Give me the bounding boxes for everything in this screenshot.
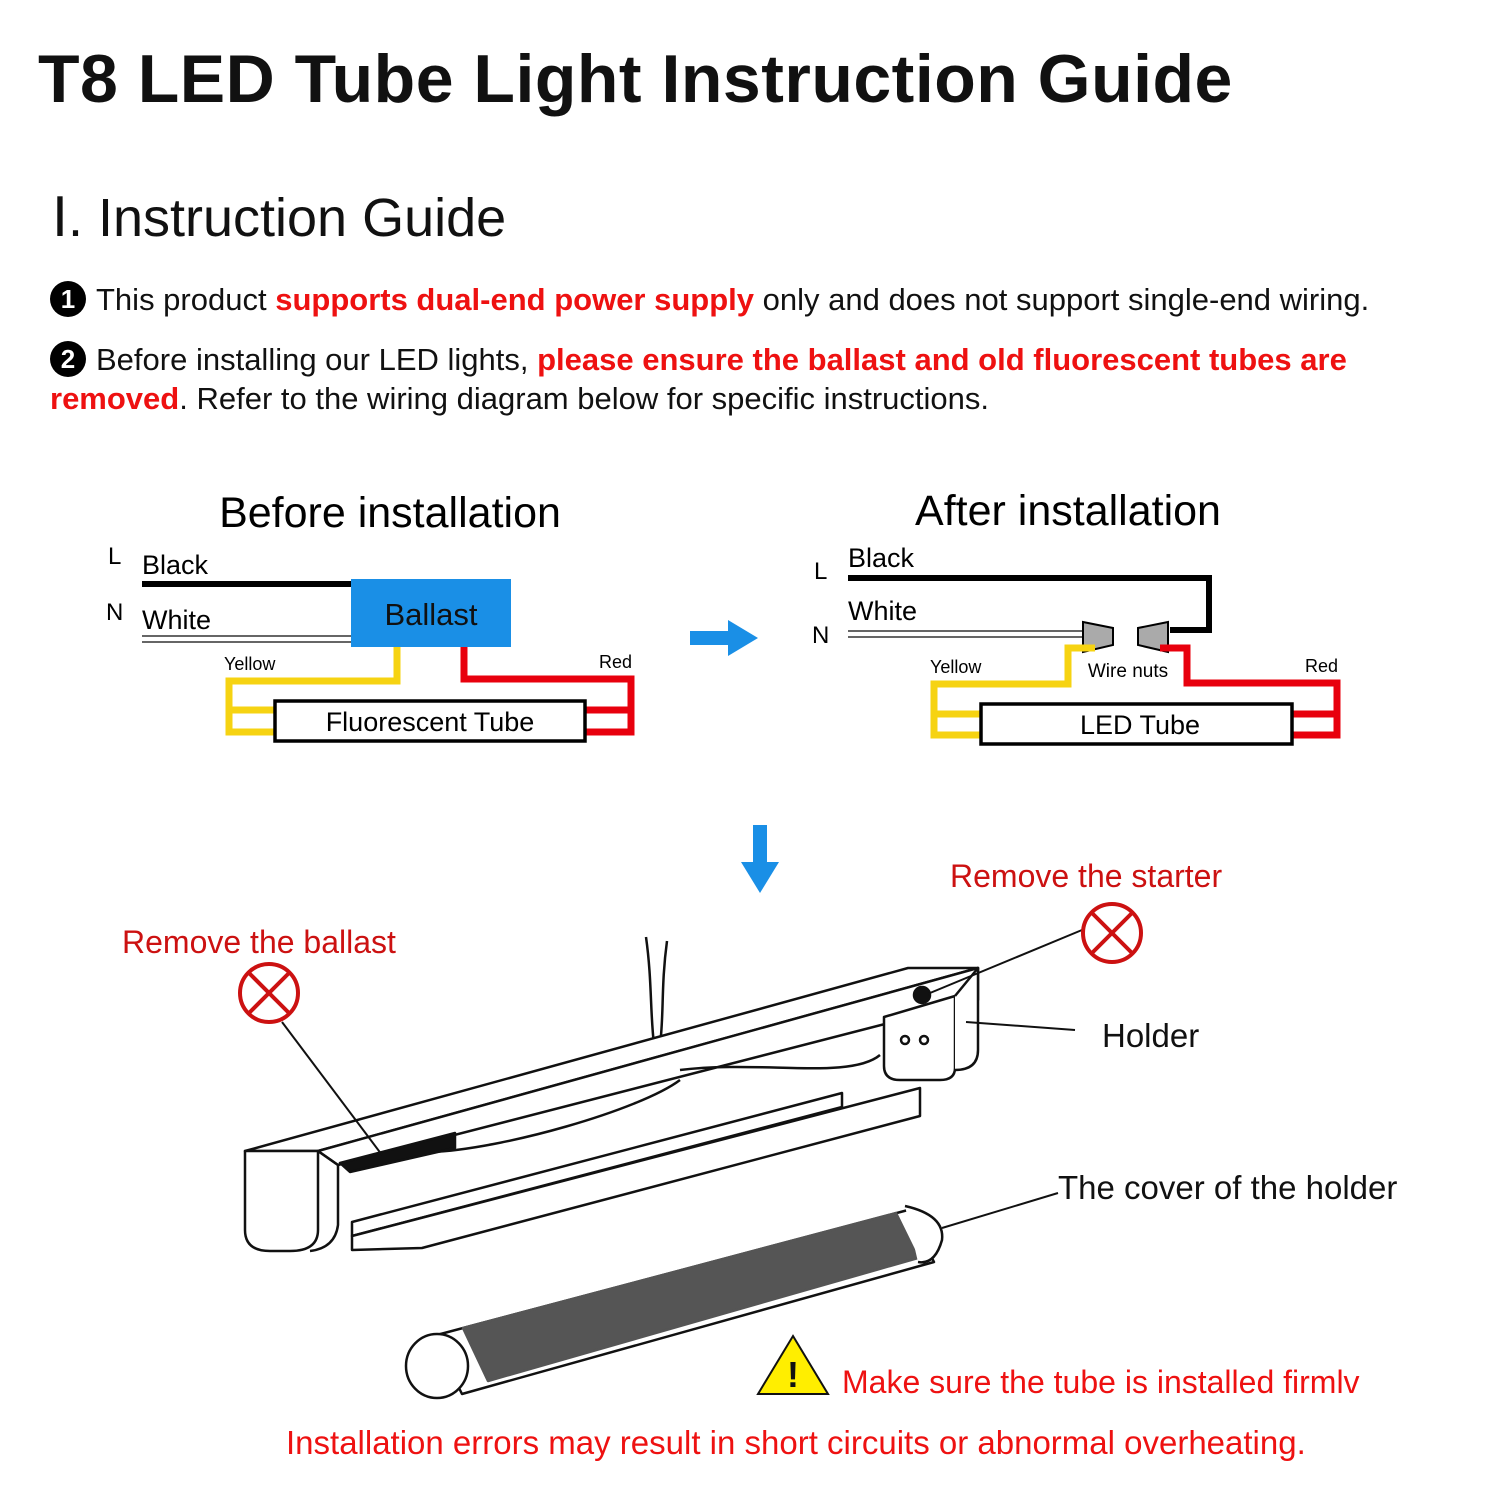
step-text: . Refer to the wiring diagram below for … — [179, 381, 990, 416]
yellow-wire — [930, 644, 1095, 718]
black-wire — [848, 575, 1212, 633]
tube-end-cap — [404, 1332, 470, 1400]
step-highlight: please ensure the ballast and old fluore… — [50, 342, 1347, 416]
step-text: Before installing our LED lights, — [96, 342, 538, 377]
starter-leader-line — [929, 929, 1083, 994]
remove-ballast-label: Remove the ballast — [122, 924, 396, 960]
line-label: L — [814, 558, 827, 585]
instruction-step-1: 1 This product supports dual-end power su… — [50, 280, 1369, 319]
holder-leader-line — [965, 1021, 1076, 1031]
led-tube-lens — [461, 1211, 920, 1383]
power-cable — [644, 936, 656, 1046]
yellow-wire-label: Yellow — [224, 654, 276, 674]
fluorescent-tube-label: Fluorescent Tube — [326, 707, 535, 737]
line-label: L — [108, 543, 121, 570]
svg-text:!: ! — [787, 1354, 799, 1395]
red-wire-label: Red — [1305, 656, 1338, 676]
prohibited-icon — [238, 962, 300, 1024]
step-highlight: supports dual-end power supply — [275, 282, 755, 317]
warning-icon: ! — [756, 1334, 830, 1395]
led-tube-label: LED Tube — [1080, 710, 1200, 740]
red-wire — [1292, 714, 1341, 739]
black-wire-label: Black — [848, 543, 915, 573]
holder-label: Holder — [1102, 1017, 1199, 1054]
holder-cover-label: The cover of the holder — [1058, 1169, 1397, 1206]
section-numeral: Ⅰ — [52, 188, 68, 248]
internal-wire — [679, 1054, 881, 1072]
right-arrow-icon — [690, 620, 758, 656]
step-text: only and does not support single-end wir… — [754, 282, 1370, 317]
yellow-wire — [225, 710, 275, 736]
red-wire-label: Red — [599, 652, 632, 672]
remove-starter-label: Remove the starter — [950, 858, 1222, 894]
prohibited-icon — [1081, 902, 1143, 964]
before-title: Before installation — [219, 489, 561, 537]
reflector-panel — [350, 1086, 922, 1252]
black-wire-label: Black — [142, 550, 209, 580]
neutral-label: N — [106, 599, 123, 626]
cover-leader-line — [941, 1192, 1059, 1229]
wire-nuts-label: Wire nuts — [1088, 661, 1168, 682]
caution-text: Installation errors may result in short … — [286, 1424, 1306, 1461]
ballast-leader-line — [281, 1021, 383, 1156]
fixture-housing-front — [316, 966, 980, 1167]
lamp-holder-side — [954, 966, 980, 1072]
page-title: T8 LED Tube Light Instruction Guide — [38, 41, 1233, 117]
holder-pin-hole — [899, 1034, 911, 1046]
fixture-illustration — [243, 936, 980, 1400]
left-end-cap — [243, 1149, 320, 1253]
white-wire-label: White — [848, 596, 917, 626]
warning-text: Make sure the tube is installed firmlv — [842, 1364, 1360, 1400]
yellow-wire-label: Yellow — [930, 657, 982, 677]
led-tube — [979, 702, 1294, 746]
reflector-strip — [350, 1091, 844, 1238]
white-wire-label: White — [142, 605, 211, 635]
yellow-wire — [930, 714, 981, 739]
starter-component — [912, 985, 932, 1005]
fluorescent-tube — [273, 699, 587, 743]
red-wire — [585, 710, 635, 736]
step-number-badge: 2 — [50, 341, 86, 377]
ballast-label: Ballast — [384, 597, 477, 632]
power-cable — [658, 940, 669, 1046]
ballast-box — [351, 579, 511, 647]
instruction-step-2: 2 Before installing our LED lights, pleas… — [50, 340, 1490, 418]
before-installation-diagram: Before installation L N Black White Ball… — [106, 489, 635, 743]
yellow-wire — [225, 647, 401, 714]
holder-pin-hole — [918, 1034, 930, 1046]
section-heading: Ⅰ. Instruction Guide — [52, 186, 506, 249]
red-wire — [460, 647, 635, 714]
ballast-component — [338, 1131, 457, 1174]
tube-end-cap-right — [904, 1204, 944, 1264]
internal-wire — [429, 1078, 681, 1154]
after-installation-diagram: After installation L N Black White Wire … — [812, 487, 1341, 746]
step-number-badge: 1 — [50, 281, 86, 317]
step-text: This product — [96, 282, 276, 317]
neutral-label: N — [812, 622, 829, 649]
after-title: After installation — [915, 487, 1221, 535]
callout-lines — [281, 929, 1083, 1229]
down-arrow-icon — [741, 825, 779, 893]
red-wire — [1160, 644, 1341, 718]
section-title: . Instruction Guide — [67, 188, 507, 248]
left-end-cap-side — [309, 1149, 340, 1253]
